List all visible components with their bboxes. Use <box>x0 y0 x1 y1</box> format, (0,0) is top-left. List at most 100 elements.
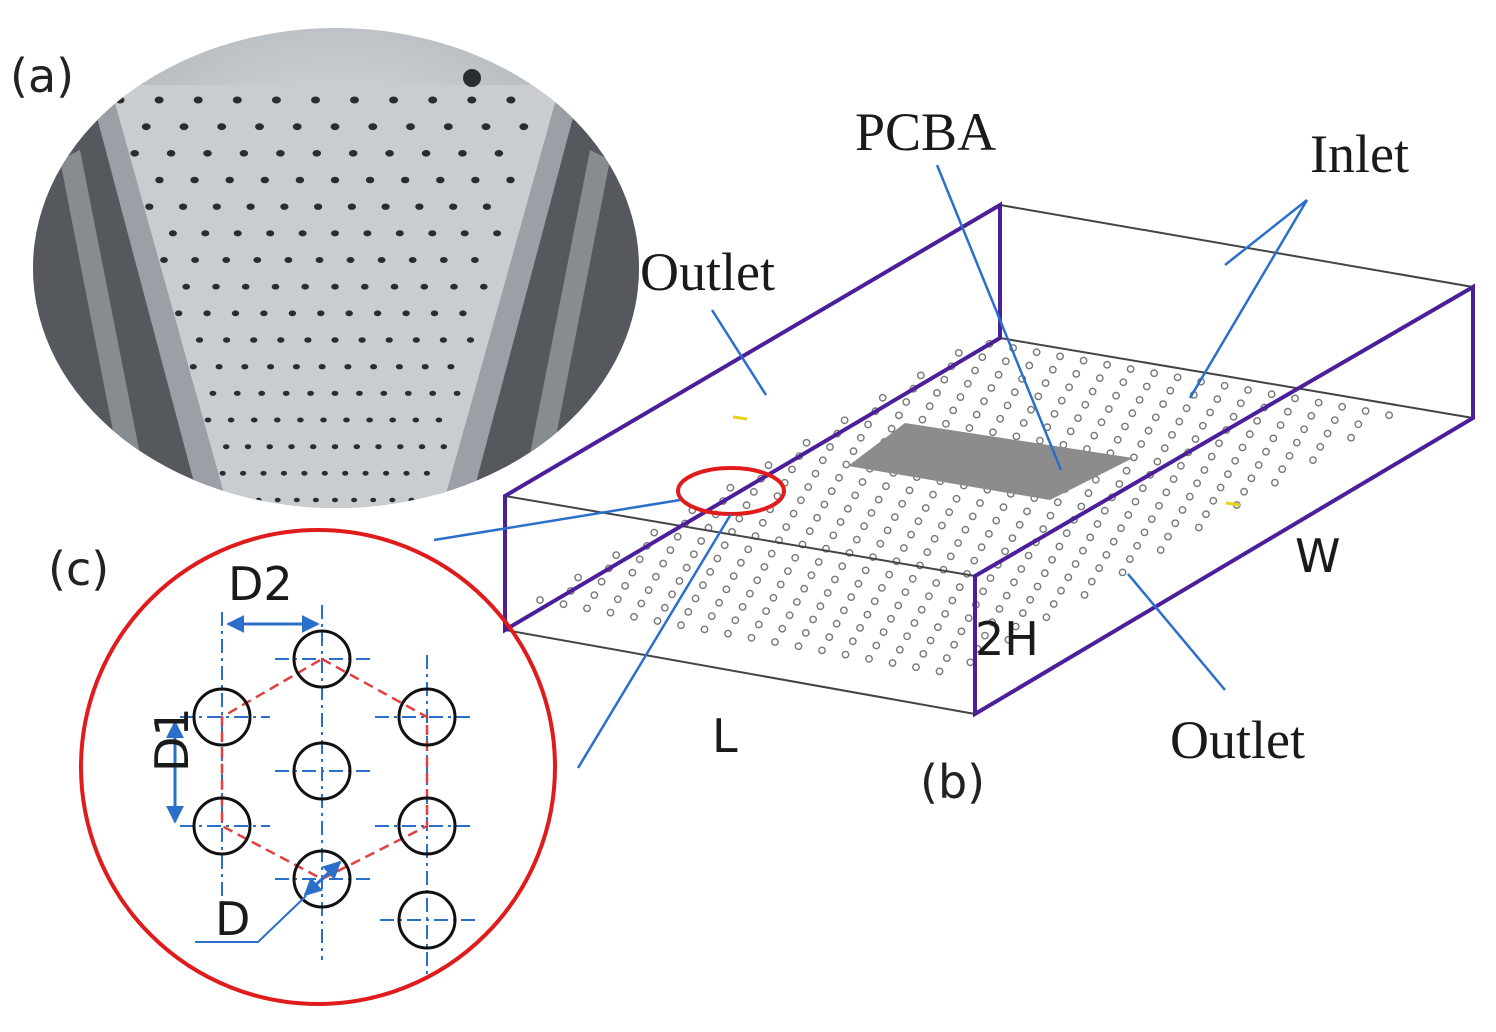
photo-hole <box>225 176 234 184</box>
plate-hole <box>707 612 716 620</box>
photo-hole <box>415 203 424 210</box>
plate-hole <box>949 406 958 415</box>
photo-hole <box>427 497 434 503</box>
photo-hole <box>215 364 223 370</box>
photo-hole <box>356 390 363 396</box>
plate-hole <box>836 518 845 526</box>
photo-hole <box>449 203 458 210</box>
plate-hole <box>724 629 732 638</box>
plate-hole <box>700 625 709 634</box>
plate-hole <box>1151 413 1160 422</box>
plate-hole <box>1169 475 1178 483</box>
plate-hole <box>1171 519 1180 528</box>
plate-hole <box>758 518 767 527</box>
photo-hole <box>403 470 410 476</box>
photo-hole <box>312 497 319 503</box>
photo-hole <box>443 123 453 131</box>
plate-hole <box>1117 524 1125 533</box>
plate-hole <box>887 424 896 433</box>
plate-hole <box>923 548 932 557</box>
plate-hole <box>791 553 800 562</box>
plate-hole <box>811 469 820 478</box>
plate-hole <box>1048 555 1057 564</box>
plate-hole <box>747 633 756 642</box>
photo-hole <box>406 123 415 131</box>
plate-hole <box>1080 591 1089 599</box>
plate-hole <box>1019 419 1028 427</box>
photo-hole <box>231 310 240 317</box>
plate-hole <box>1347 433 1356 442</box>
plate-hole <box>1162 488 1171 497</box>
plate-hole <box>1173 373 1182 382</box>
photo-hole <box>412 417 420 423</box>
plate-hole <box>954 348 963 357</box>
plate-hole <box>895 645 904 654</box>
plate-hole <box>1001 357 1010 366</box>
photo-hole <box>373 310 382 317</box>
plate-hole <box>713 554 722 563</box>
plate-hole <box>1200 466 1209 474</box>
plate-hole <box>1224 470 1232 479</box>
photo-hole <box>428 230 437 237</box>
plate-hole <box>838 562 847 571</box>
plate-photo <box>33 28 639 508</box>
plate-hole <box>844 504 852 513</box>
plate-hole <box>954 539 962 547</box>
plate-hole <box>706 568 715 576</box>
photo-hole <box>343 417 350 423</box>
plate-hole <box>1130 453 1138 462</box>
photo-hole <box>288 310 297 317</box>
plate-hole <box>1087 577 1096 586</box>
plate-hole <box>750 487 758 496</box>
plate-hole <box>1153 457 1162 466</box>
photo-hole <box>412 337 420 343</box>
plate-hole <box>1010 578 1018 587</box>
plate-hole <box>597 577 606 586</box>
plate-hole <box>797 496 805 505</box>
photo-hole <box>298 230 307 237</box>
plate-hole <box>753 576 762 585</box>
photo-hole <box>233 230 242 237</box>
plate-hole <box>1292 438 1301 447</box>
plate-hole <box>1010 388 1019 397</box>
photo-hole <box>145 203 154 210</box>
width-dimension-label: W <box>1295 529 1340 583</box>
leader-lines <box>433 164 1309 769</box>
plate-hole <box>813 513 821 522</box>
photo-hole <box>179 123 189 131</box>
plate-hole <box>1142 382 1151 391</box>
photo-hole <box>293 497 300 503</box>
plate-hole <box>818 646 826 655</box>
plate-hole <box>861 566 870 575</box>
photo-hole <box>179 203 188 210</box>
plate-hole <box>1084 489 1093 498</box>
plate-hole <box>874 495 883 504</box>
photo-hole <box>312 150 322 157</box>
photo-hole <box>239 150 249 157</box>
photo-hole <box>331 444 339 450</box>
plate-hole <box>802 438 811 447</box>
plate-hole <box>635 555 644 564</box>
plate-hole <box>1036 436 1044 445</box>
photo-hole <box>315 257 324 263</box>
photo-hole <box>346 257 355 263</box>
plate-hole <box>1081 400 1090 409</box>
plate-hole <box>1055 542 1064 551</box>
plate-hole <box>840 606 848 615</box>
plate-hole <box>1220 381 1229 390</box>
inlet-label: Inlet <box>1310 124 1409 184</box>
plate-hole <box>887 614 895 623</box>
photo-hole <box>232 96 242 104</box>
plate-hole <box>1285 451 1294 460</box>
panel-a: (a) <box>10 28 639 508</box>
plate-hole <box>1097 418 1106 427</box>
plate-hole <box>1278 465 1287 474</box>
photo-hole <box>274 417 281 423</box>
photo-hole <box>182 283 190 290</box>
plate-hole <box>1046 511 1055 520</box>
plate-hole <box>807 571 816 580</box>
photo-hole <box>342 470 349 476</box>
plate-hole <box>899 544 908 552</box>
plate-hole <box>1215 439 1223 448</box>
plate-hole <box>1034 392 1043 401</box>
